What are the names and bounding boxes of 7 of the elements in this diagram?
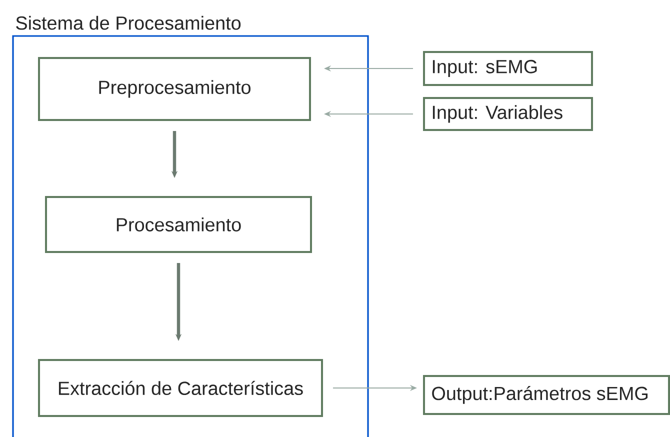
process-box: Input: Variables [423,97,593,131]
node-label: Sistema de Procesamiento [16,16,241,30]
process-box: Procesamiento [45,196,312,253]
process-box: Input: sEMG [423,51,593,86]
process-box: Extracción de Características [38,359,323,417]
process-box: Output:Parámetros sEMG [423,375,670,415]
process-box: Preprocesamiento [38,57,311,121]
